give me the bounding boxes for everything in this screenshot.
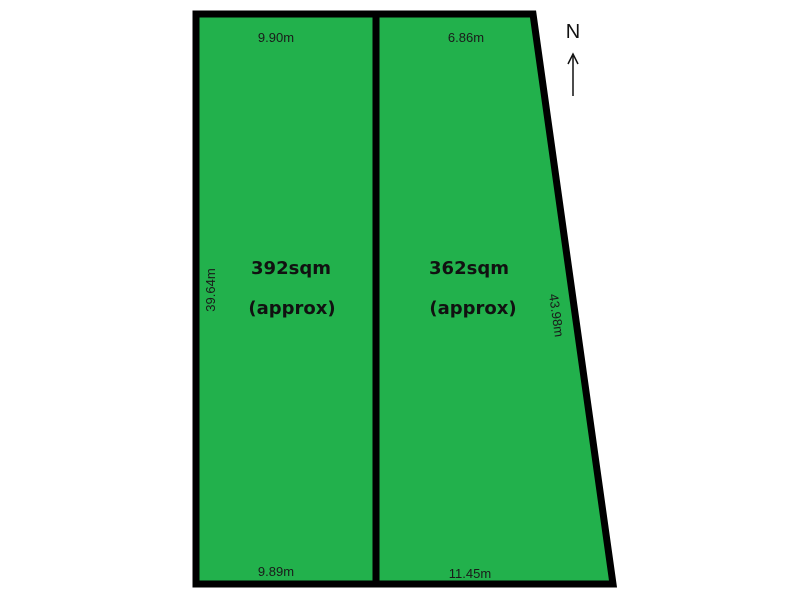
lot-2-parcel xyxy=(372,10,618,588)
lot-2-bottom-dimension: 11.45m xyxy=(449,566,491,581)
lot-2-top-dimension: 6.86m xyxy=(448,30,484,45)
lot-1-bottom-dimension: 9.89m xyxy=(258,564,294,579)
lot-2-area: 362sqm xyxy=(429,258,509,279)
north-arrow-icon xyxy=(567,52,579,96)
north-label: N xyxy=(566,21,580,43)
lot-1-area: 392sqm xyxy=(251,258,331,279)
lot-1-area-qualifier: (approx) xyxy=(248,298,335,319)
lot-1-top-dimension: 9.90m xyxy=(258,30,294,45)
lot-2-side-dimension: 43.98m xyxy=(546,293,567,338)
lot-2-area-qualifier: (approx) xyxy=(429,298,516,319)
lot-1-side-dimension: 39.64m xyxy=(203,268,218,311)
